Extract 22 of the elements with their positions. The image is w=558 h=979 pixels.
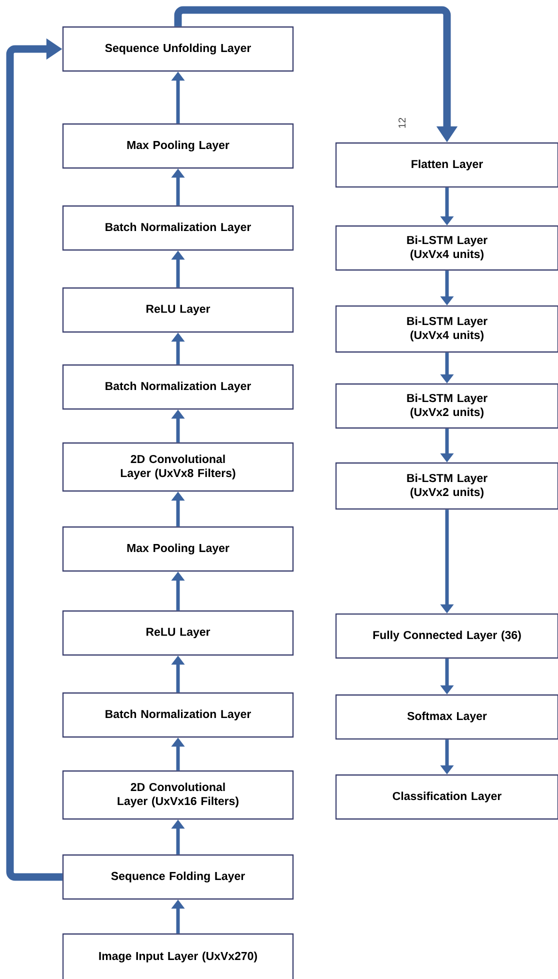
- layer-box: 2D Convolutional Layer (UxVx8 Filters): [62, 442, 294, 492]
- layer-box: Softmax Layer: [335, 694, 558, 740]
- arrow: [6, 38, 62, 881]
- layer-box: Sequence Unfolding Layer: [62, 26, 294, 72]
- layer-box: Flatten Layer: [335, 142, 558, 188]
- layer-box: Classification Layer: [335, 774, 558, 820]
- layer-box: Fully Connected Layer (36): [335, 613, 558, 659]
- layer-box: Bi-LSTM Layer (UxVx2 units): [335, 462, 558, 510]
- layer-box: Max Pooling Layer: [62, 526, 294, 572]
- layer-box: Bi-LSTM Layer (UxVx4 units): [335, 225, 558, 271]
- layer-box: Max Pooling Layer: [62, 123, 294, 169]
- layer-box: Sequence Folding Layer: [62, 854, 294, 900]
- layer-box: Batch Normalization Layer: [62, 692, 294, 738]
- layer-box: Batch Normalization Layer: [62, 364, 294, 410]
- layer-box: Image Input Layer (UxVx270): [62, 933, 294, 979]
- layer-box: ReLU Layer: [62, 610, 294, 656]
- layer-box: Bi-LSTM Layer (UxVx2 units): [335, 383, 558, 429]
- page-number: 12: [398, 118, 406, 128]
- layer-box: Bi-LSTM Layer (UxVx4 units): [335, 305, 558, 353]
- layer-box: Batch Normalization Layer: [62, 205, 294, 251]
- layer-box: ReLU Layer: [62, 287, 294, 333]
- layer-box: 2D Convolutional Layer (UxVx16 Filters): [62, 770, 294, 820]
